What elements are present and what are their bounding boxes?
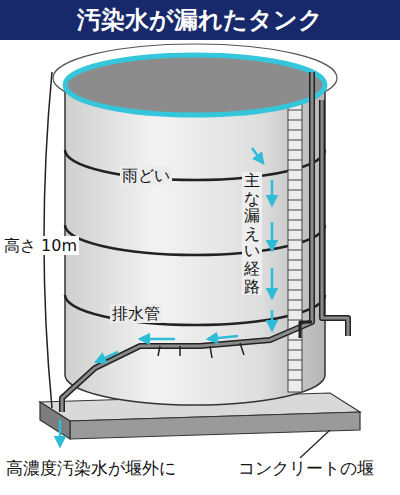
tank-bands bbox=[65, 150, 325, 325]
pipe-stubs bbox=[158, 343, 244, 358]
part-label: 雨どい bbox=[120, 166, 172, 185]
note-label: 高濃度汚染水が堰外に bbox=[4, 458, 178, 478]
leader-line bbox=[300, 430, 330, 458]
title-band: 汚染水が漏れたタンク bbox=[0, 0, 400, 40]
title: 汚染水が漏れたタンク bbox=[77, 4, 323, 36]
part-label: コンクリートの堰 bbox=[236, 458, 376, 478]
path-label: 主な漏えい経路 bbox=[242, 172, 262, 295]
tank-body bbox=[65, 85, 325, 405]
ladder bbox=[288, 100, 302, 392]
rain-gutter bbox=[65, 55, 325, 115]
drain-pipe bbox=[62, 72, 348, 412]
dimension-label: 高さ 10m bbox=[2, 236, 79, 255]
leak-arrows bbox=[60, 148, 272, 446]
part-label: 排水管 bbox=[110, 304, 162, 323]
